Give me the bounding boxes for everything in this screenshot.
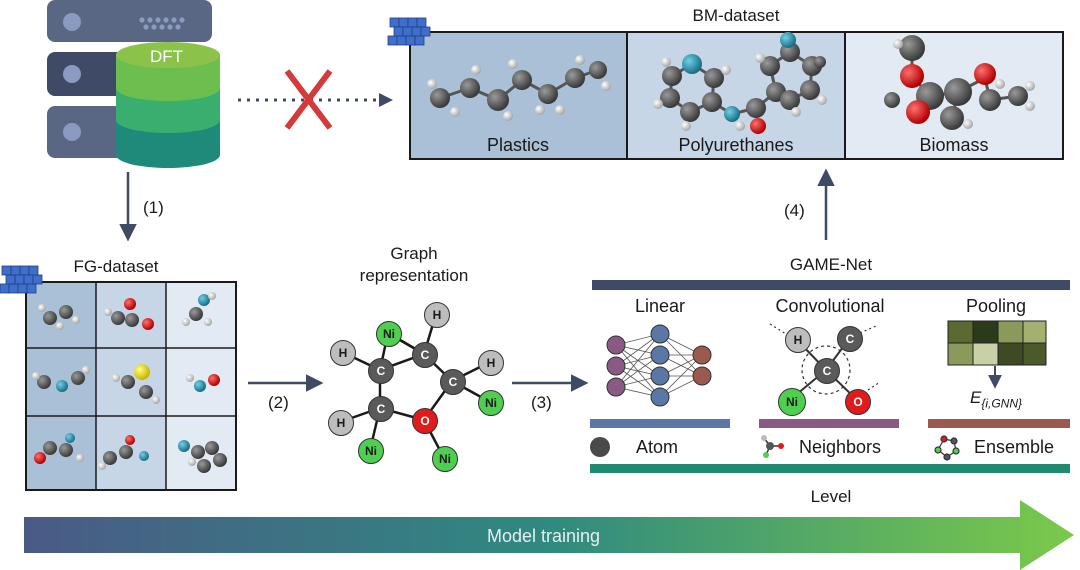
pooling-bar <box>928 419 1070 428</box>
fg-dataset-grid <box>25 281 237 491</box>
block-label-pooling: Pooling <box>965 296 1027 316</box>
database-icon <box>116 42 220 168</box>
graph-node-o: O <box>412 408 438 434</box>
graph-node-ni: Ni <box>478 390 504 416</box>
graph-node-h: H <box>328 410 354 436</box>
graph-representation <box>339 313 491 459</box>
conv-node-c-center: C <box>814 358 840 384</box>
energy-subscript: {i,GNN} <box>981 396 1023 411</box>
pooling-heatmap-icon <box>947 320 1047 366</box>
step-2-label: (2) <box>268 393 289 412</box>
bm-dataset-title: BM-dataset <box>692 6 780 25</box>
level-label-atom: Atom <box>636 437 679 457</box>
graph-node-h: H <box>478 350 504 376</box>
graph-node-c: C <box>368 396 394 422</box>
graph-node-c: C <box>440 369 466 395</box>
game-net-bar <box>592 280 1070 290</box>
cross-icon <box>284 69 333 130</box>
bm-panel-label-biomass: Biomass <box>919 135 989 155</box>
db-label: DFT <box>150 47 184 66</box>
graph-node-c: C <box>412 342 438 368</box>
level-title: Level <box>810 487 852 506</box>
ensemble-level-icon <box>934 435 960 461</box>
level-bar <box>590 464 1070 473</box>
model-training-arrow <box>24 500 1074 570</box>
block-label-convolutional: Convolutional <box>775 296 885 316</box>
model-training-label: Model training <box>487 526 601 546</box>
level-label-ensemble: Ensemble <box>974 437 1055 457</box>
fg-molecules <box>32 292 227 473</box>
block-label-linear: Linear <box>634 296 686 316</box>
conv-node-ni: Ni <box>778 388 806 416</box>
fg-dataset-title: FG-dataset <box>73 257 159 276</box>
linear-bar <box>590 419 730 428</box>
conv-node-c: C <box>837 326 863 352</box>
conv-node-o: O <box>845 389 871 415</box>
conv-node-h: H <box>785 327 811 353</box>
graph-node-c: C <box>368 358 394 384</box>
level-label-neighbors: Neighbors <box>799 437 882 457</box>
graph-node-ni: Ni <box>376 321 402 347</box>
step-3-label: (3) <box>531 393 552 412</box>
graph-node-ni: Ni <box>432 446 458 472</box>
bm-panel-label-polyurethanes: Polyurethanes <box>678 135 794 155</box>
bm-dataset-cube-icon <box>387 17 431 46</box>
graph-node-ni: Ni <box>358 438 384 464</box>
convolutional-bar <box>759 419 899 428</box>
atom-level-icon <box>590 437 610 457</box>
energy-label: E{i,GNN} <box>970 388 1022 410</box>
fg-dataset-cube-icon <box>0 265 43 294</box>
neighbors-level-icon <box>761 435 784 458</box>
graph-node-h: H <box>330 340 356 366</box>
step-4-label: (4) <box>784 201 805 220</box>
game-net-title: GAME-Net <box>789 255 873 274</box>
graph-title-line2: representation <box>359 266 469 285</box>
energy-symbol: E <box>970 388 982 407</box>
graph-title-line1: Graph <box>390 244 438 263</box>
graph-node-h: H <box>424 302 450 328</box>
step-1-label: (1) <box>143 198 164 217</box>
linear-network-icon <box>606 324 712 407</box>
bm-panel-label-plastics: Plastics <box>486 135 550 155</box>
